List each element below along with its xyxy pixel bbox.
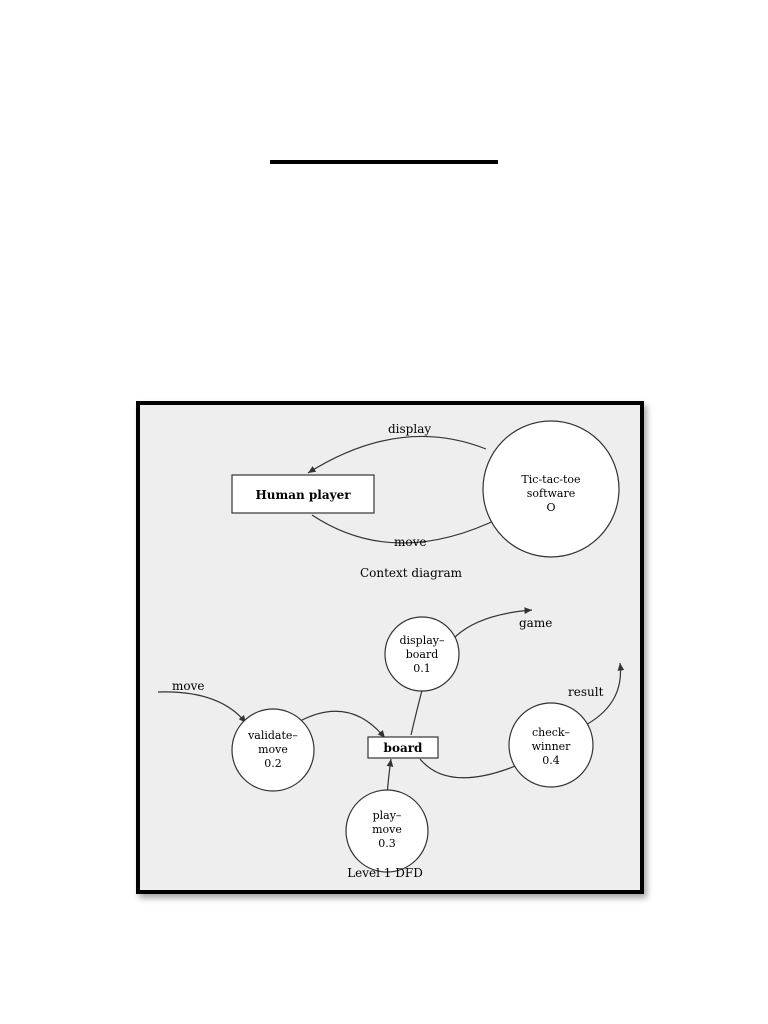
flow-game-label: game	[519, 616, 552, 630]
process-validate-move-line2: move	[258, 743, 288, 756]
process-validate-move-line1: validate–	[247, 729, 298, 742]
process-display-board-line3: 0.1	[413, 662, 431, 675]
process-validate-move	[231, 708, 315, 792]
flow-move-in-label: move	[172, 679, 204, 693]
title-rule	[270, 160, 498, 164]
flow-result-out	[581, 662, 625, 728]
context-process-line2: software	[527, 487, 576, 500]
process-play-move-line1: play–	[373, 809, 402, 822]
context-diagram: display move Human player Tic-tac-toe so…	[231, 420, 620, 580]
process-play-move-line2: move	[372, 823, 402, 836]
flow-move-arrow	[311, 514, 503, 544]
process-display-board	[384, 616, 460, 692]
flow-result-label: result	[568, 685, 604, 699]
process-play-move	[345, 789, 429, 873]
flow-validate-to-board	[299, 710, 386, 739]
dfd-svg: display move Human player Tic-tac-toe so…	[157, 420, 625, 880]
flow-board-to-check	[419, 758, 526, 779]
context-diagram-caption: Context diagram	[360, 566, 463, 580]
data-store-board-label: board	[384, 741, 423, 755]
dfd-figure: display move Human player Tic-tac-toe so…	[136, 401, 644, 894]
process-validate-move-line3: 0.2	[264, 757, 282, 770]
data-store-board	[367, 736, 439, 759]
flow-move-in-arrow	[157, 691, 247, 724]
context-process-circle	[482, 420, 620, 558]
process-play-move-line3: 0.3	[378, 837, 396, 850]
context-process-line3: O	[546, 501, 555, 514]
process-check-winner-line3: 0.4	[542, 754, 560, 767]
flow-display-arrow	[307, 435, 487, 474]
external-entity-box	[231, 474, 375, 514]
process-display-board-line2: board	[406, 648, 439, 661]
external-entity-label: Human player	[255, 488, 351, 502]
flow-display-label: display	[388, 422, 431, 436]
flow-move-label: move	[394, 535, 426, 549]
process-check-winner-line1: check–	[532, 726, 571, 739]
process-display-board-line1: display–	[399, 634, 445, 647]
level1-dfd: move game result display– board 0.1 vali…	[157, 607, 625, 880]
process-check-winner	[508, 702, 594, 788]
level1-caption: Level 1 DFD	[347, 866, 423, 880]
context-process-line1: Tic-tac-toe	[521, 473, 580, 486]
process-check-winner-line2: winner	[532, 740, 572, 753]
